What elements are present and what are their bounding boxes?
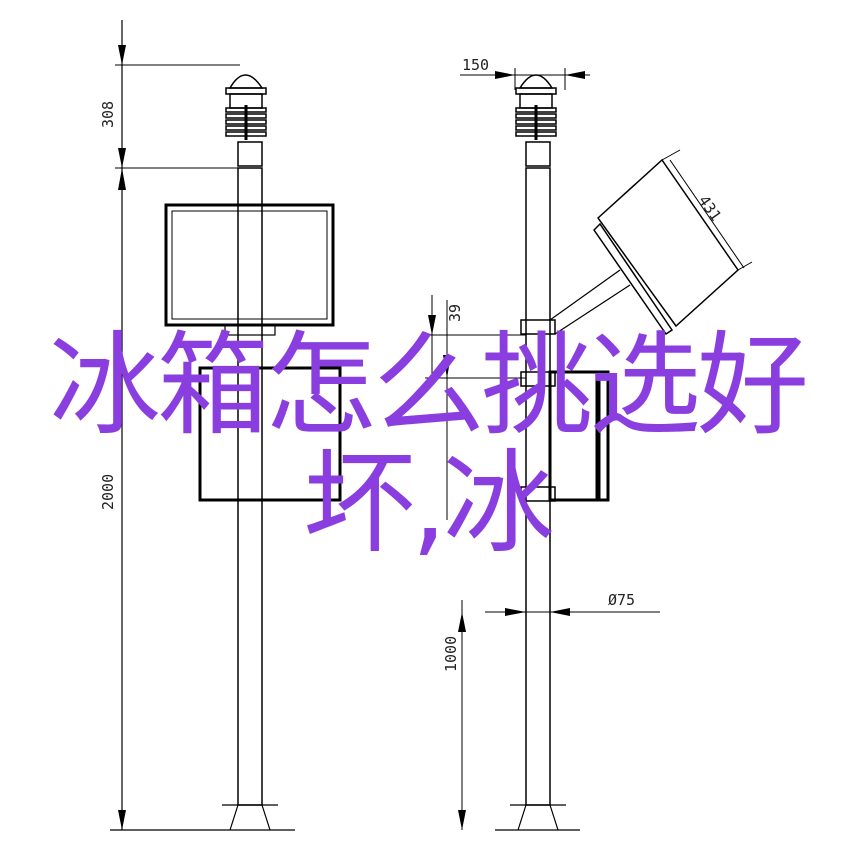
dim-pole-diameter: Ø75 — [608, 591, 635, 609]
dim-sensor-width: 150 — [462, 56, 489, 74]
dim-lower-height: 1000 — [442, 636, 460, 672]
overlay-title-line2: 坏,冰 — [303, 439, 555, 569]
dim-box-spacing: 39 — [446, 304, 464, 322]
dim-panel-length: 431 — [695, 192, 725, 225]
dim-sensor-height: 308 — [99, 101, 117, 128]
left-pole-assembly — [110, 20, 342, 831]
overlay-title-line1: 冰箱怎么挑选好 — [49, 321, 809, 451]
dim-total-height: 2000 — [99, 474, 117, 510]
right-pole-assembly — [425, 68, 753, 831]
